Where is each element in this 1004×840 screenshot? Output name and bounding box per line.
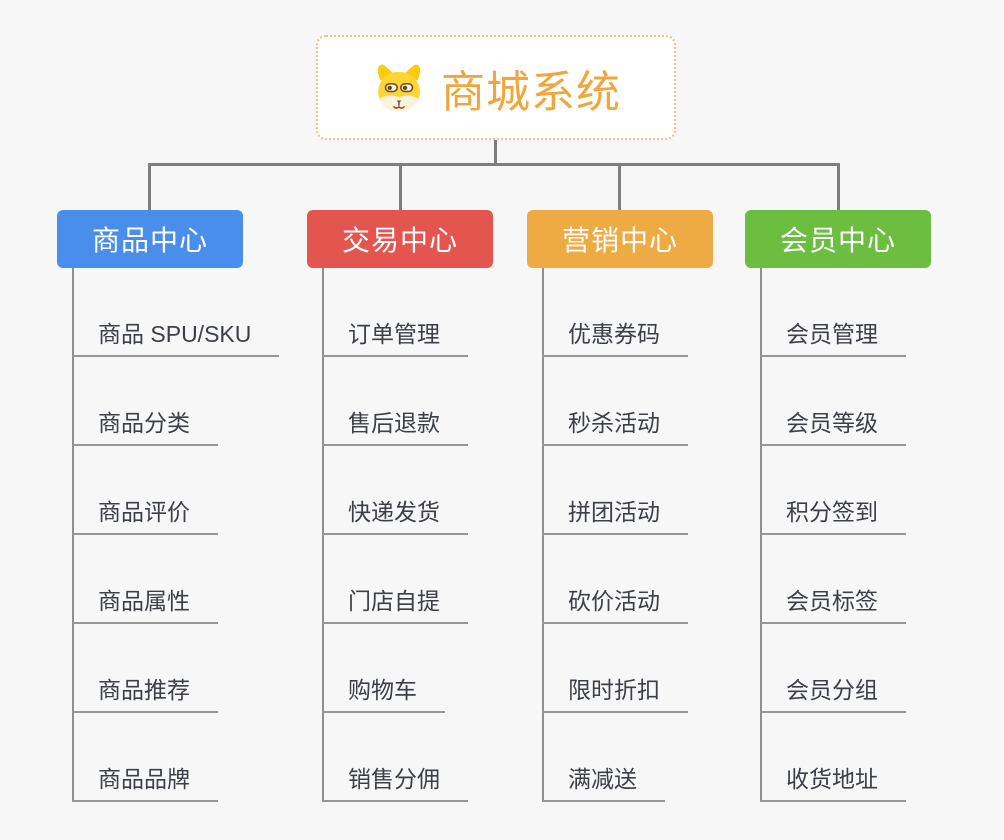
branch-product-center: 商品中心 商品 SPU/SKU 商品分类 商品评价 商品属性 商品推荐 商品品牌 [57,210,280,802]
child-node-store-pickup[interactable]: 门店自提 [322,587,468,624]
child-node-limited-time-discount[interactable]: 限时折扣 [542,676,688,713]
child-node-product-review[interactable]: 商品评价 [72,498,218,535]
connector-drop-product-center [148,163,151,210]
child-node-bargain-activity[interactable]: 砍价活动 [542,587,688,624]
child-node-product-spu-sku[interactable]: 商品 SPU/SKU [72,320,280,357]
root-title: 商城系统 [441,67,621,117]
branch-spine-trade-center [322,268,324,802]
connector-horizontal-rail [148,163,840,166]
child-node-order-management[interactable]: 订单管理 [322,320,468,357]
child-node-full-reduction[interactable]: 满减送 [542,765,665,802]
branch-marketing-center: 营销中心 优惠券码 秒杀活动 拼团活动 砍价活动 限时折扣 满减送 [527,210,713,802]
child-node-shipping-address[interactable]: 收货地址 [760,765,906,802]
child-node-member-group[interactable]: 会员分组 [760,676,906,713]
child-node-product-category[interactable]: 商品分类 [72,409,218,446]
branch-node-trade-center[interactable]: 交易中心 [307,210,493,268]
child-node-express-delivery[interactable]: 快递发货 [322,498,468,535]
child-node-product-brand[interactable]: 商品品牌 [72,765,218,802]
child-node-member-tag[interactable]: 会员标签 [760,587,906,624]
child-node-flash-sale[interactable]: 秒杀活动 [542,409,688,446]
child-node-group-buy[interactable]: 拼团活动 [542,498,688,535]
child-node-shopping-cart[interactable]: 购物车 [322,676,445,713]
child-node-member-level[interactable]: 会员等级 [760,409,906,446]
branch-node-marketing-center[interactable]: 营销中心 [527,210,713,268]
child-node-sales-commission[interactable]: 销售分佣 [322,765,468,802]
child-node-points-checkin[interactable]: 积分签到 [760,498,906,535]
connector-drop-member-center [837,163,840,210]
connector-drop-trade-center [399,163,402,210]
connector-drop-marketing-center [618,163,621,210]
branch-node-product-center[interactable]: 商品中心 [57,210,243,268]
child-node-after-sales-refund[interactable]: 售后退款 [322,409,468,446]
child-node-coupon-code[interactable]: 优惠券码 [542,320,688,357]
branch-spine-product-center [72,268,74,802]
child-node-product-attribute[interactable]: 商品属性 [72,587,218,624]
branch-spine-marketing-center [542,268,544,802]
child-node-product-recommend[interactable]: 商品推荐 [72,676,218,713]
dog-face-icon [371,62,427,114]
branch-node-member-center[interactable]: 会员中心 [745,210,931,268]
branch-member-center: 会员中心 会员管理 会员等级 积分签到 会员标签 会员分组 收货地址 [745,210,931,802]
connector-root-stub [494,140,497,165]
branch-spine-member-center [760,268,762,802]
branch-trade-center: 交易中心 订单管理 售后退款 快递发货 门店自提 购物车 销售分佣 [307,210,493,802]
child-node-member-management[interactable]: 会员管理 [760,320,906,357]
root-node[interactable]: 商城系统 [316,35,676,140]
